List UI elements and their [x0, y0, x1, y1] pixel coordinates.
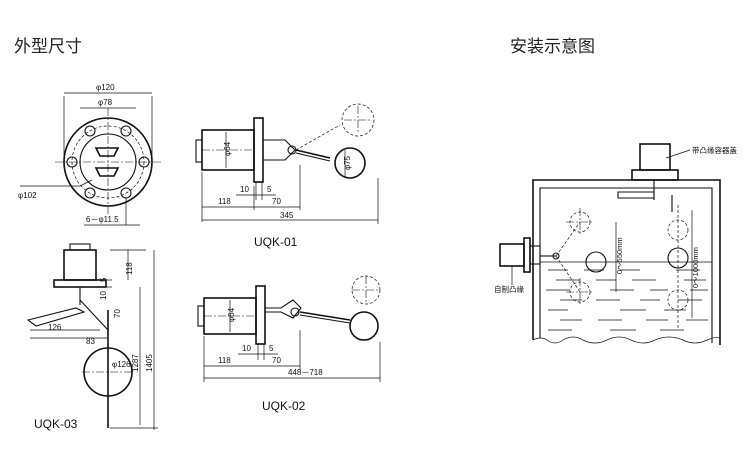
container-cover-flange — [631, 169, 679, 181]
liquid-hatching — [546, 269, 708, 331]
label-self-made-flange: 自制凸缘 — [494, 284, 524, 294]
installation-sketch: 带凸缘容器盖 0～1000mm 0～550mm 自制凸缘 — [494, 143, 737, 345]
uqk02-drawing: φ64 10 5 118 70 448－718 UQK-02 — [197, 275, 381, 413]
label-container-cover: 带凸缘容器盖 — [692, 145, 737, 155]
dim-10: 10 — [240, 185, 249, 194]
float-ball — [349, 311, 379, 341]
dim-range-1000: 0～1000mm — [691, 247, 700, 288]
dim-float-diameter: φ75 — [343, 155, 352, 170]
installation-heading: 安装示意图 — [510, 37, 595, 57]
dim-bolt-holes: 6－φ11.5 — [86, 215, 119, 224]
dim-10: 10 — [99, 291, 108, 300]
vessel-break-line — [532, 336, 721, 344]
dim-body-diameter: φ64 — [223, 141, 232, 156]
self-made-flange — [529, 245, 541, 265]
float-ball-raised — [341, 103, 375, 137]
dim-70: 70 — [113, 309, 122, 318]
uqk01-drawing: φ64 φ75 10 5 118 70 345 UQK-01 — [195, 103, 379, 249]
uqk03-drawing: φ126 118 5 10 70 1287 1405 126 83 UQK-03 — [26, 243, 158, 431]
float-ball — [334, 147, 366, 179]
dim-5: 5 — [99, 277, 108, 282]
top-float-ball — [667, 247, 689, 269]
uqk03-caption: UQK-03 — [34, 417, 78, 431]
dim-ball-diameter: φ126 — [112, 360, 131, 369]
dim-70: 70 — [272, 197, 281, 206]
dim-118: 118 — [218, 197, 231, 206]
side-float-ball — [585, 251, 607, 273]
side-switch-body — [499, 243, 525, 267]
bolt-hole — [120, 125, 132, 137]
dim-1287: 1287 — [131, 354, 140, 372]
bolt-hole — [84, 125, 96, 137]
float-rod — [299, 311, 351, 321]
dim-inner-diameter: φ78 — [98, 98, 113, 107]
dim-bolt-circle: φ102 — [18, 191, 37, 200]
dimensions-heading: 外型尺寸 — [14, 37, 82, 57]
dim-body-diameter: φ64 — [227, 307, 236, 322]
flange-plate — [255, 285, 266, 345]
dim-118: 118 — [125, 262, 134, 275]
uqk01-caption: UQK-01 — [254, 235, 298, 249]
dim-total-range: 448－718 — [288, 368, 323, 377]
dim-outer-diameter: φ120 — [96, 83, 115, 92]
dim-83: 83 — [86, 337, 95, 346]
float-rod — [295, 149, 331, 159]
dim-1405: 1405 — [145, 354, 154, 372]
terminal-block — [94, 167, 120, 177]
dim-10: 10 — [242, 344, 251, 353]
dim-5: 5 — [269, 344, 274, 353]
dim-5: 5 — [267, 185, 272, 194]
switch-body — [63, 249, 97, 281]
top-switch-body — [639, 143, 671, 171]
dim-118: 118 — [218, 356, 231, 365]
flange-front-view: φ120 φ78 φ102 6－φ11.5 — [18, 83, 162, 226]
uqk02-caption: UQK-02 — [262, 399, 306, 413]
dim-total-length: 345 — [280, 211, 294, 220]
dim-126: 126 — [48, 323, 62, 332]
dim-70: 70 — [272, 356, 281, 365]
terminal-block — [94, 147, 120, 157]
bolt-hole — [84, 187, 96, 199]
vessel-outer-wall — [532, 179, 721, 345]
dim-range-550: 0～550mm — [615, 237, 624, 274]
flange-plate — [253, 117, 264, 183]
counterweight-arm — [26, 307, 86, 327]
